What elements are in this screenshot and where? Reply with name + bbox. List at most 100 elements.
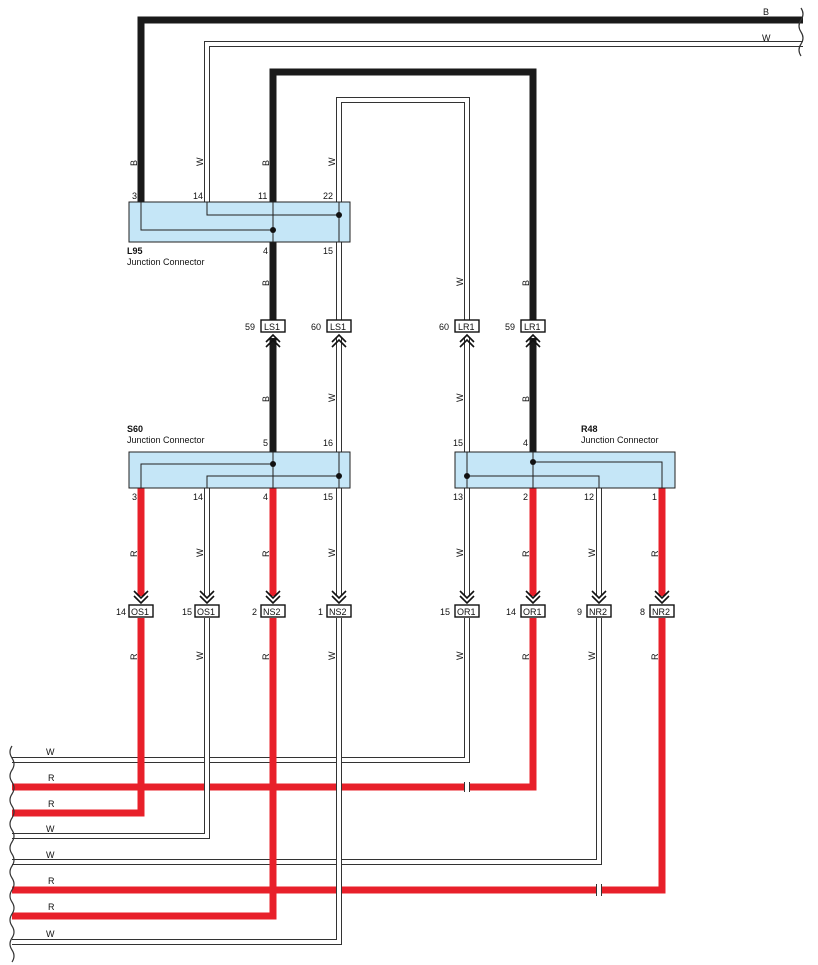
wire-color-label: W — [195, 548, 205, 557]
wire-w-top — [204, 41, 803, 202]
bus-r-3 — [12, 618, 145, 817]
wire-color-label: R — [650, 653, 660, 660]
wire-color-label: B — [521, 280, 531, 286]
plug-name: OR1 — [457, 607, 476, 617]
plug-name: NR2 — [589, 607, 607, 617]
wire-color-label: W — [327, 393, 337, 402]
plug-name: LS1 — [330, 322, 346, 332]
connector-desc: Junction Connector — [127, 435, 205, 445]
connector-id: R48 — [581, 424, 598, 434]
bus-w-1 — [12, 618, 469, 762]
wire-color-label: W — [587, 651, 597, 660]
bus-r-7 — [12, 618, 277, 920]
pin-number: 2 — [523, 492, 528, 502]
wire-color-label: W — [46, 824, 55, 834]
wire-color-label: R — [261, 653, 271, 660]
wire-color-label: R — [48, 773, 55, 783]
plug-pin: 9 — [577, 607, 582, 617]
wire-color-label: R — [129, 653, 139, 660]
bus-w-8 — [12, 618, 341, 944]
plug-name: NS2 — [263, 607, 281, 617]
plug-name: LS1 — [264, 322, 280, 332]
wire-color-label: B — [261, 160, 271, 166]
pin-number: 15 — [453, 438, 463, 448]
wire-color-label: W — [195, 157, 205, 166]
pin-number: 3 — [132, 492, 137, 502]
plug-name: NR2 — [652, 607, 670, 617]
connector-id: L95 — [127, 246, 143, 256]
wire-color-label: W — [195, 651, 205, 660]
wire-color-label: W — [455, 277, 465, 286]
pin-number: 22 — [323, 191, 333, 201]
bus-w-5 — [12, 618, 601, 864]
wire-b-top — [137, 16, 803, 202]
bus-w-4 — [12, 618, 209, 838]
pin-number: 12 — [584, 492, 594, 502]
wire-color-label: R — [650, 550, 660, 557]
connector-desc: Junction Connector — [581, 435, 659, 445]
wire-color-label: R — [261, 550, 271, 557]
pin-number: 11 — [258, 191, 267, 201]
pin-number: 16 — [323, 438, 333, 448]
plugs — [128, 319, 675, 618]
connector-desc: Junction Connector — [127, 257, 205, 267]
plug-pin: 60 — [439, 322, 449, 332]
plug-name: OR1 — [523, 607, 542, 617]
wire-color-label: W — [587, 548, 597, 557]
plug-name: OS1 — [197, 607, 215, 617]
wire-color-label: R — [48, 799, 55, 809]
wire-color-label: B — [129, 160, 139, 166]
labels: B W B W B W 3 14 11 22 4 15 L95 Junction… — [46, 7, 771, 939]
pin-number: 5 — [263, 438, 268, 448]
connector-id: S60 — [127, 424, 143, 434]
pin-number: 13 — [453, 492, 463, 502]
wire-color-label: R — [129, 550, 139, 557]
pin-number: 14 — [193, 191, 203, 201]
wires — [12, 16, 803, 945]
plug-name: NS2 — [329, 607, 347, 617]
wire-color-label: W — [455, 393, 465, 402]
pin-number: 4 — [263, 492, 268, 502]
wire-color-label: W — [327, 548, 337, 557]
pin-number: 14 — [193, 492, 203, 502]
wire-color-label: W — [762, 33, 771, 43]
wire-color-label: B — [763, 7, 769, 17]
wire-color-label: W — [455, 548, 465, 557]
wire-color-label: R — [48, 902, 55, 912]
plug-pin: 59 — [245, 322, 255, 332]
connector-s60 — [128, 451, 351, 489]
bus-r-6 — [12, 618, 666, 894]
pin-number: 4 — [523, 438, 528, 448]
wire-color-label: W — [46, 850, 55, 860]
wire-color-label: W — [455, 651, 465, 660]
wire-breaks — [9, 7, 804, 963]
plug-pin: 15 — [440, 607, 450, 617]
bus-r-2 — [12, 618, 537, 791]
wire-color-label: B — [261, 280, 271, 286]
wire-color-label: W — [327, 651, 337, 660]
plug-pin: 59 — [505, 322, 515, 332]
wire-color-label: R — [48, 876, 55, 886]
plug-pin: 2 — [252, 607, 257, 617]
pin-number: 1 — [652, 492, 657, 502]
wire-color-label: W — [327, 157, 337, 166]
wire-w-loop — [336, 97, 470, 320]
wire-color-label: W — [46, 929, 55, 939]
wire-color-label: B — [521, 396, 531, 402]
plug-name: LR1 — [524, 322, 541, 332]
connector-l95 — [128, 201, 351, 243]
wire-color-label: B — [261, 396, 271, 402]
wire-color-label: W — [46, 747, 55, 757]
pin-number: 4 — [263, 246, 268, 256]
connector-r48 — [454, 451, 676, 489]
plug-pin: 60 — [311, 322, 321, 332]
plug-pin: 14 — [506, 607, 516, 617]
plug-name: LR1 — [458, 322, 475, 332]
plug-name: OS1 — [131, 607, 149, 617]
plug-pin: 14 — [116, 607, 126, 617]
wire-color-label: R — [521, 550, 531, 557]
plug-pin: 1 — [318, 607, 323, 617]
plug-pin: 15 — [182, 607, 192, 617]
wire-b-loop — [269, 68, 537, 320]
